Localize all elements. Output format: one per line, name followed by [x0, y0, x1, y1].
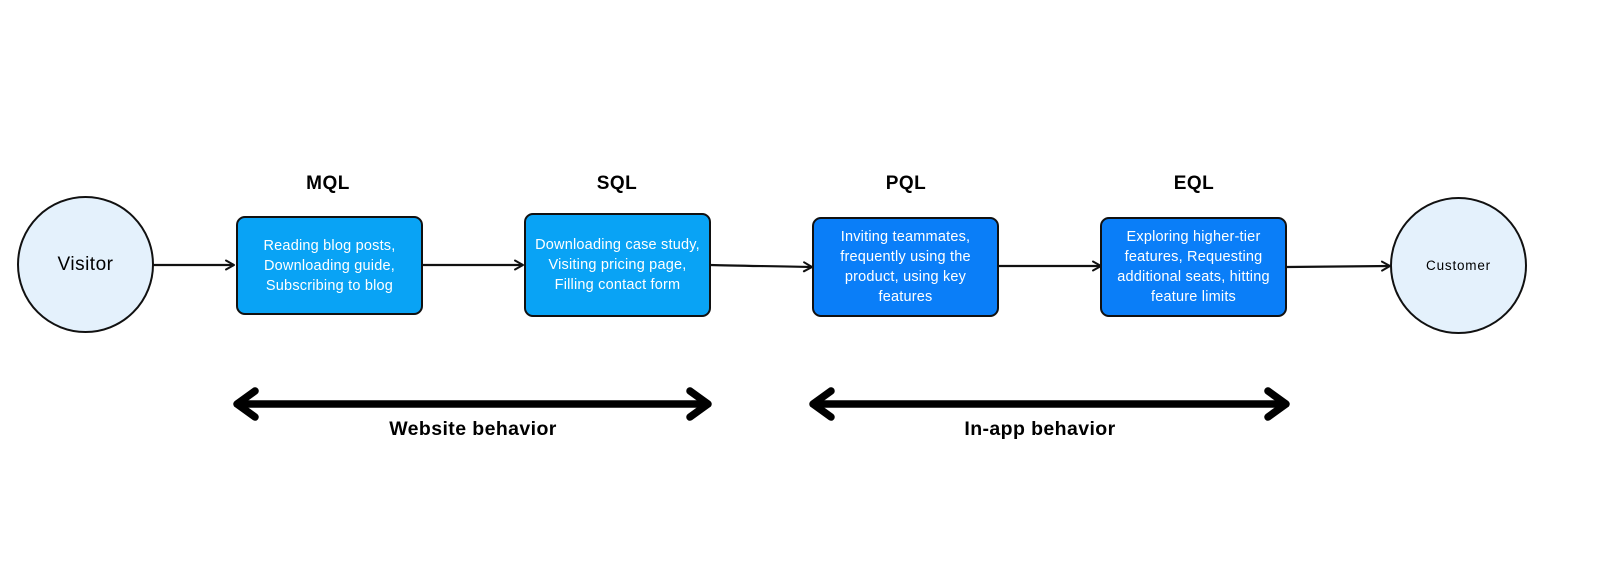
range-label-in-app: In-app behavior — [964, 418, 1116, 440]
customer-node: Customer — [1390, 197, 1527, 334]
range-label-website: Website behavior — [389, 418, 557, 440]
stage-description-sql: Downloading case study, Visiting pricing… — [535, 237, 700, 293]
stage-box-eql: Exploring higher-tier features, Requesti… — [1100, 217, 1287, 317]
stage-title-eql: EQL — [1173, 173, 1215, 194]
customer-label: Customer — [1426, 258, 1491, 273]
arrow-sql-to-pql — [709, 261, 813, 273]
stage-title-pql: PQL — [885, 173, 927, 194]
double-arrow-in-app — [809, 387, 1290, 421]
stage-description-eql: Exploring higher-tier features, Requesti… — [1117, 229, 1270, 305]
arrow-eql-to-customer — [1286, 260, 1391, 272]
double-arrow-website — [233, 387, 712, 421]
visitor-node: Visitor — [17, 196, 154, 333]
stage-box-pql: Inviting teammates, frequently using the… — [812, 217, 999, 317]
stage-box-sql: Downloading case study, Visiting pricing… — [524, 213, 711, 317]
stage-description-pql: Inviting teammates, frequently using the… — [840, 229, 971, 305]
stage-description-mql: Reading blog posts, Downloading guide, S… — [263, 237, 396, 294]
stage-box-mql: Reading blog posts, Downloading guide, S… — [236, 216, 423, 315]
stage-title-mql: MQL — [306, 173, 350, 194]
stage-title-sql: SQL — [596, 173, 638, 194]
visitor-label: Visitor — [57, 253, 114, 275]
